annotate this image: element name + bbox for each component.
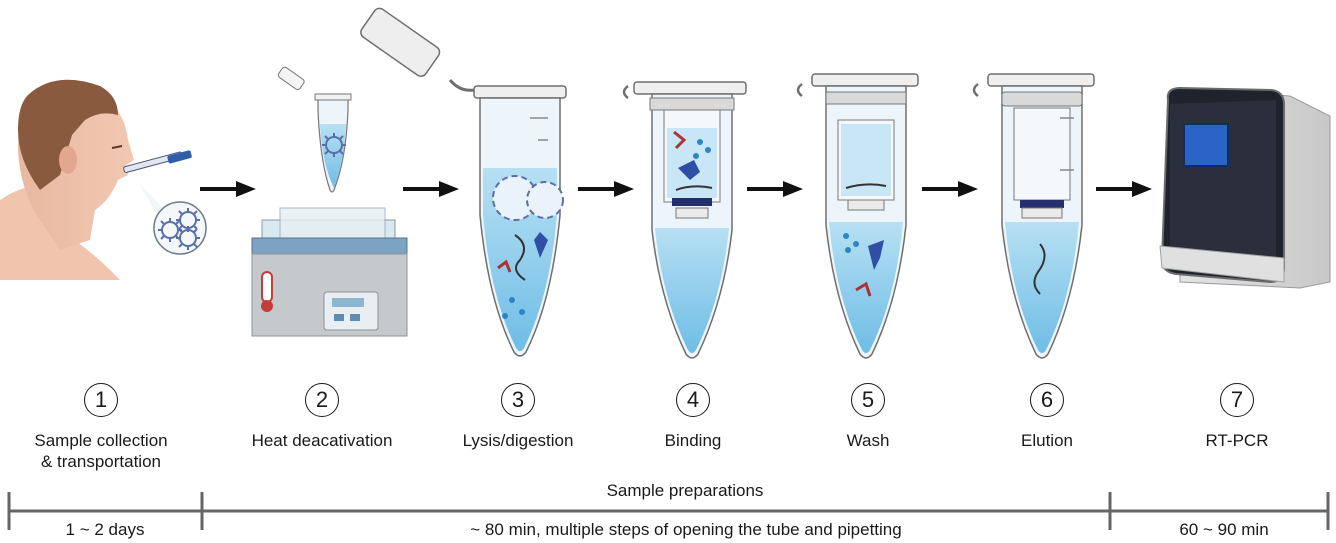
step-6-number: 6 xyxy=(1030,383,1064,417)
heat-deactivation-illustration xyxy=(251,66,408,337)
step-3-number: 3 xyxy=(501,383,535,417)
step-1-label: Sample collection& transportation xyxy=(34,431,168,471)
step-4-label: Binding xyxy=(664,431,722,450)
timeline-bar xyxy=(7,492,1330,530)
step-2-number: 2 xyxy=(305,383,339,417)
lysis-tube-illustration xyxy=(360,7,567,357)
timeline-seg2-label: ~ 80 min, multiple steps of opening the … xyxy=(470,520,902,539)
step-7-number: 7 xyxy=(1220,383,1254,417)
step-4-number: 4 xyxy=(676,383,710,417)
step-5-label: Wash xyxy=(846,431,890,450)
step-2-label: Heat deacativation xyxy=(251,431,393,450)
timeline-group-label: Sample preparations xyxy=(606,481,764,500)
elution-tube-illustration xyxy=(972,73,1095,359)
step-1-number: 1 xyxy=(84,383,118,417)
step-7-label: RT-PCR xyxy=(1205,431,1269,450)
binding-tube-illustration xyxy=(622,81,747,359)
step-5-number: 5 xyxy=(851,383,885,417)
pcr-machine-illustration xyxy=(1159,86,1331,289)
wash-tube-illustration xyxy=(796,73,919,359)
timeline-seg1-label: 1 ~ 2 days xyxy=(65,520,145,539)
person-swab-illustration xyxy=(0,79,207,280)
timeline-seg3-label: 60 ~ 90 min xyxy=(1179,520,1269,539)
step-6-label: Elution xyxy=(1021,431,1073,450)
step-3-label: Lysis/digestion xyxy=(462,431,574,450)
